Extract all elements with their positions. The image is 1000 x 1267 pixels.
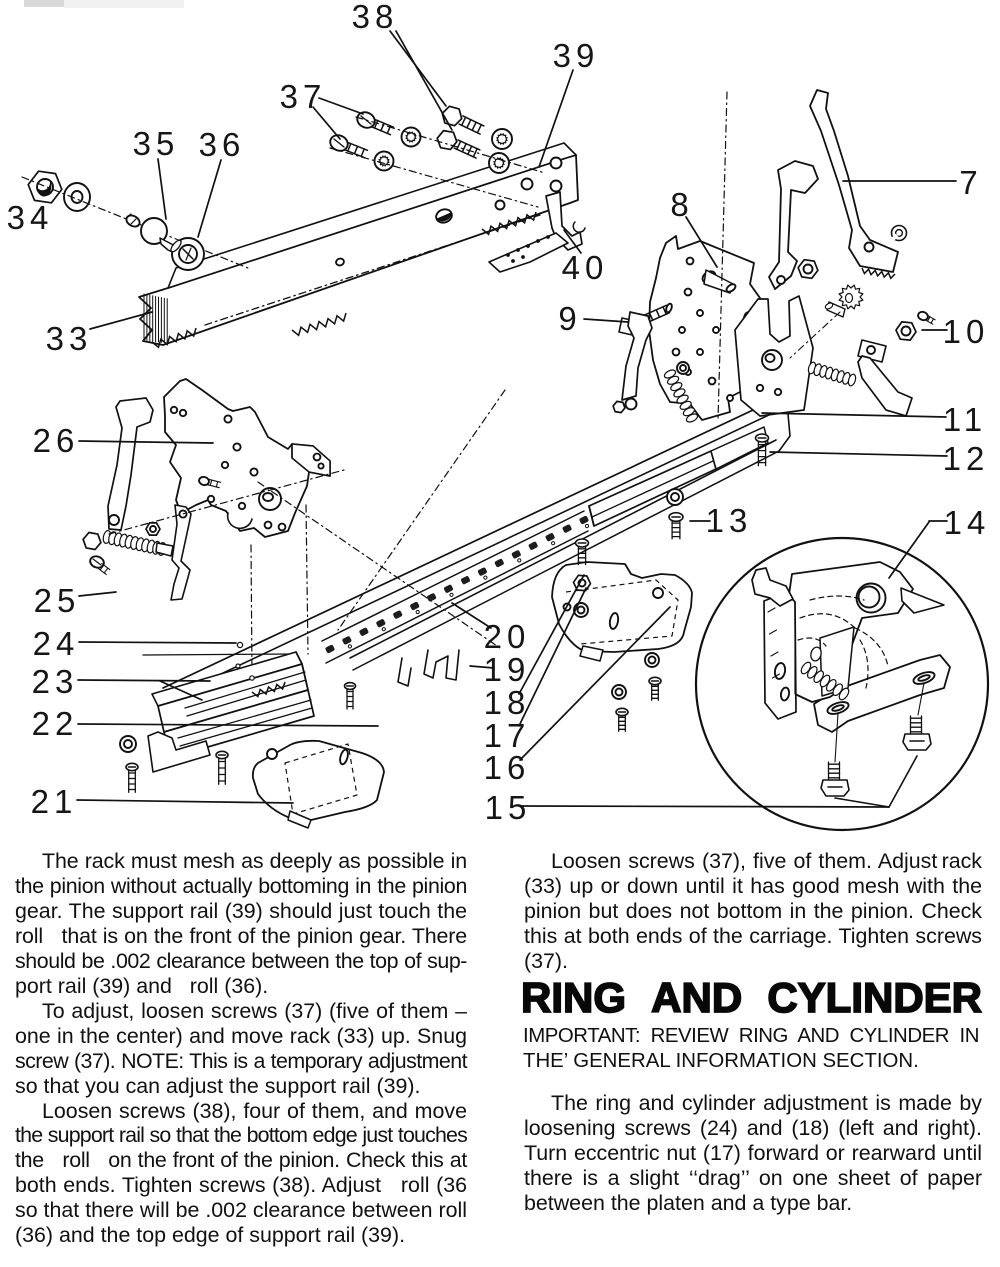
svg-text:17: 17 <box>484 717 531 754</box>
svg-text:21: 21 <box>31 783 78 820</box>
svg-text:7: 7 <box>959 164 982 201</box>
svg-text:37: 37 <box>280 78 327 115</box>
svg-text:14: 14 <box>944 504 991 541</box>
svg-text:19: 19 <box>484 651 531 688</box>
svg-text:15: 15 <box>485 789 532 826</box>
svg-text:18: 18 <box>484 684 531 721</box>
svg-text:23: 23 <box>32 663 79 700</box>
svg-text:39: 39 <box>553 37 600 74</box>
svg-text:26: 26 <box>33 422 80 459</box>
svg-text:24: 24 <box>33 625 80 662</box>
svg-text:25: 25 <box>34 582 81 619</box>
svg-text:8: 8 <box>670 186 693 223</box>
svg-text:11: 11 <box>943 401 987 438</box>
svg-text:38: 38 <box>352 0 399 35</box>
svg-text:12: 12 <box>943 440 990 477</box>
svg-text:16: 16 <box>484 749 531 786</box>
svg-text:9: 9 <box>558 300 581 337</box>
svg-text:33: 33 <box>46 320 93 357</box>
svg-text:20: 20 <box>484 618 531 655</box>
svg-text:22: 22 <box>32 705 79 742</box>
svg-text:40: 40 <box>562 249 609 286</box>
svg-text:35: 35 <box>133 125 180 162</box>
svg-text:10: 10 <box>943 313 990 350</box>
svg-text:34: 34 <box>7 199 54 236</box>
svg-text:36: 36 <box>199 126 246 163</box>
svg-text:13: 13 <box>706 502 753 539</box>
